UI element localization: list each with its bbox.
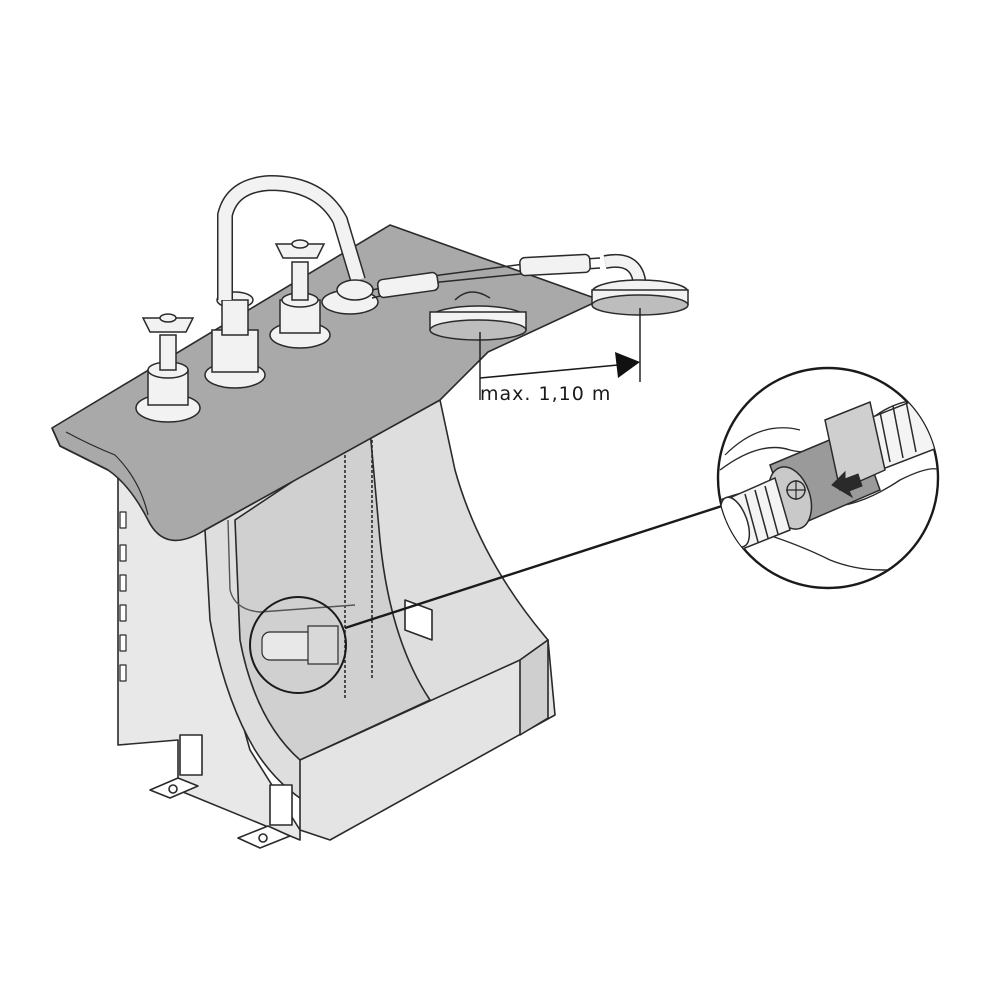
cold-tap-handle — [135, 313, 201, 423]
inlet-pipe — [719, 476, 791, 552]
dimension-label: max. 1,10 m — [480, 383, 611, 405]
hose-length-dimension: max. 1,10 m — [479, 308, 641, 405]
deck-plate — [51, 224, 601, 542]
panel-tabs — [119, 511, 127, 682]
spout — [204, 174, 366, 389]
callout-leader-line — [344, 503, 726, 630]
callout-small-circle — [249, 596, 347, 694]
mixer-set — [135, 174, 689, 423]
left-arrow-icon — [831, 470, 863, 499]
dimension-line — [479, 364, 619, 379]
concealed-housing — [117, 399, 556, 849]
shower-holder — [321, 279, 379, 315]
hot-tap-handle — [269, 239, 331, 349]
housing-cavity — [234, 429, 431, 761]
hand-shower-head-extended — [591, 253, 689, 316]
detail-callout — [249, 366, 940, 694]
hand-shower-head-parked — [429, 291, 527, 341]
dimension-arrowhead — [615, 352, 640, 378]
inner-pipe — [227, 519, 356, 613]
